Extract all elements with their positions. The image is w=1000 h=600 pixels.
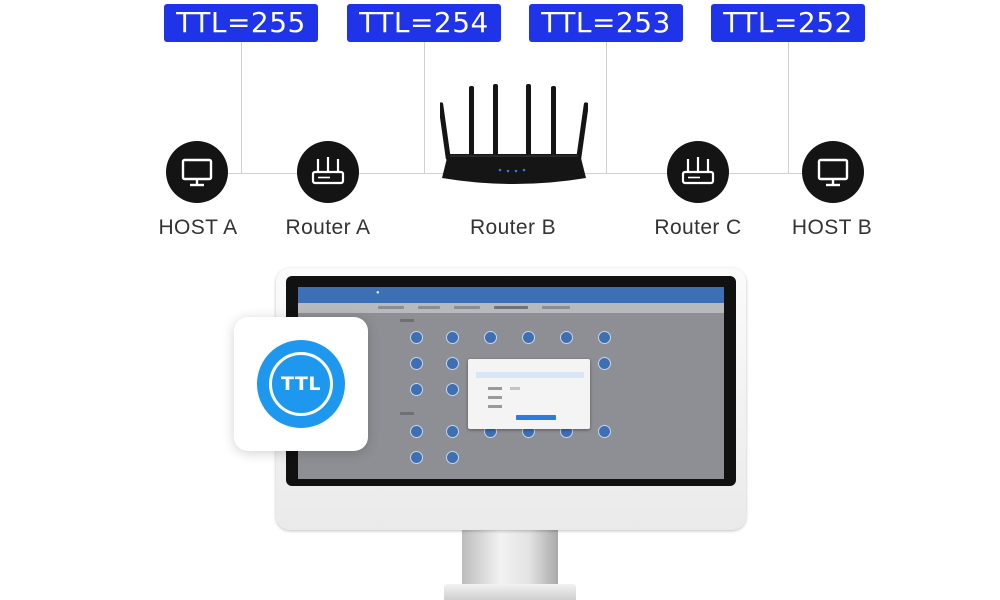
app-tool-icon[interactable] [410,383,423,396]
dialog-field-label [488,396,502,399]
app-tab[interactable] [542,306,570,309]
ttl-settings-dialog [468,359,590,429]
app-screen: ● [298,287,724,479]
app-tabbar [298,303,724,313]
dialog-field-label [488,387,502,390]
dialog-info-bar [476,372,584,378]
ttl-connector-4 [788,42,789,174]
app-tool-icon[interactable] [598,331,611,344]
monitor-stand-neck [462,530,558,588]
app-header: ● [298,287,724,303]
ttl-connector-1 [241,42,242,174]
link-host-a-router-a [228,173,298,174]
app-tool-icon[interactable] [446,425,459,438]
app-tab[interactable] [454,306,480,309]
wifi-router-icon [438,80,589,192]
label-host-a: HOST A [158,216,238,239]
ttl-app-label: TTL [269,352,333,416]
label-router-a: Router A [285,216,371,239]
link-router-b-router-c [584,173,668,174]
app-tool-icon[interactable] [598,425,611,438]
ttl-app-icon: TTL [257,340,345,428]
ttl-badge-4: TTL=252 [711,4,865,42]
ttl-badge-2: TTL=254 [347,4,501,42]
app-tool-icon[interactable] [522,331,535,344]
label-host-b: HOST B [791,216,873,239]
app-section-heading [400,412,414,415]
ttl-badge-1: TTL=255 [164,4,318,42]
dialog-submit-button[interactable] [516,415,556,420]
link-router-c-host-b [728,173,804,174]
link-router-a-router-b [358,173,446,174]
app-tool-icon[interactable] [410,357,423,370]
app-tool-icon[interactable] [560,331,573,344]
app-tab[interactable] [494,306,528,309]
app-section-heading [400,319,414,322]
app-tool-icon[interactable] [410,425,423,438]
ttl-app-card[interactable]: TTL [234,317,368,451]
app-tool-icon[interactable] [410,451,423,464]
app-tool-icon[interactable] [598,357,611,370]
label-router-c: Router C [654,216,742,239]
app-tab[interactable] [378,306,404,309]
ttl-badge-3: TTL=253 [529,4,683,42]
app-tool-icon[interactable] [446,383,459,396]
router-icon [297,141,359,203]
dialog-field-label [488,405,502,408]
label-router-b: Router B [469,216,557,239]
monitor-icon [802,141,864,203]
ttl-connector-2 [424,42,425,174]
monitor-icon [166,141,228,203]
monitor-chin [276,486,746,530]
router-icon [667,141,729,203]
dialog-field-input[interactable] [510,387,520,390]
app-tool-icon[interactable] [446,331,459,344]
app-tab[interactable] [418,306,440,309]
app-tool-icon[interactable] [446,357,459,370]
ttl-connector-3 [606,42,607,174]
app-logo: ● [376,290,380,296]
monitor-stand-base [444,584,576,600]
app-tool-icon[interactable] [410,331,423,344]
app-tool-icon[interactable] [446,451,459,464]
app-tool-icon[interactable] [484,331,497,344]
